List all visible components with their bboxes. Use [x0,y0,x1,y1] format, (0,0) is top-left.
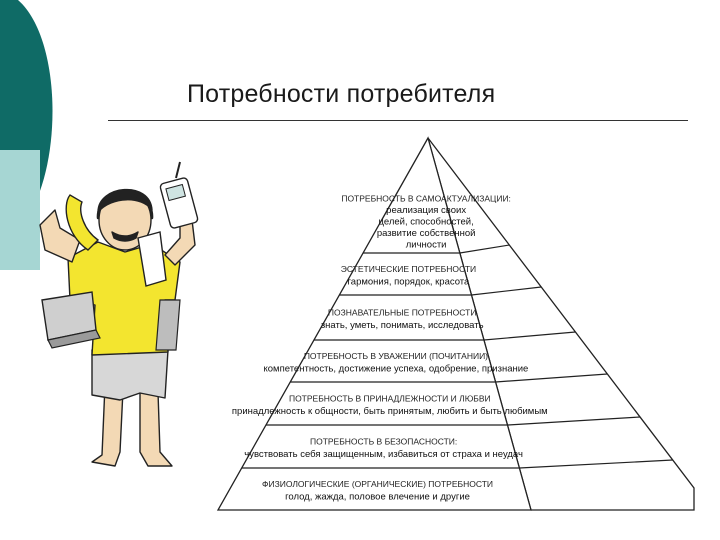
papers-icon [137,231,181,351]
pyramid-side-divider [471,286,542,296]
pyramid-level-text: знать, уметь, понимать, исследовать [321,320,484,331]
pyramid-level-heading: ПОТРЕБНОСТЬ В УВАЖЕНИИ (ПОЧИТАНИИ) [304,351,488,361]
pyramid-side-divider [459,244,510,254]
pyramid-level-heading: ПОТРЕБНОСТЬ В БЕЗОПАСНОСТИ: [310,437,457,447]
pyramid-level-text: личности [406,239,447,250]
pyramid-level-text: принадлежность к общности, быть принятым… [232,406,548,417]
pyramid-front-face [216,136,532,511]
title-divider [108,120,688,121]
moustache [111,231,139,242]
pyramid-side-divider [495,373,608,383]
pyramid-level-text: голод, жажда, половое влечение и другие [285,492,470,503]
pyramid-level-text: реализация своих [386,205,466,216]
phone-icon [65,194,100,251]
mobile-phone-icon [159,161,199,229]
pyramid-side-divider [519,459,673,469]
pyramid-level-text: гармония, порядок, красота [348,277,471,288]
pyramid-level-heading: ПОЗНАВАТЕЛЬНЫЕ ПОТРЕБНОСТИ [328,308,477,318]
pyramid-level-heading: ПОТРЕБНОСТЬ В САМОАКТУАЛИЗАЦИИ: [341,193,511,203]
pyramid-level-heading: ФИЗИОЛОГИЧЕСКИЕ (ОРГАНИЧЕСКИЕ) ПОТРЕБНОС… [262,479,493,489]
pyramid-level-heading: ПОТРЕБНОСТЬ В ПРИНАДЛЕЖНОСТИ И ЛЮБВИ [289,394,491,404]
pyramid-level-text: целей, способностей, [379,216,474,227]
pyramid-level-text: чувствовать себя защищенным, избавиться … [244,449,523,460]
slide-title: Потребности потребителя [187,80,496,108]
light-teal-block [0,160,40,270]
pyramid-level-text: компетентность, достижение успеха, одобр… [264,364,529,375]
laptop-icon [41,291,101,349]
pyramid-side-divider [507,416,641,426]
pyramid-level-text: развитие собственной [377,228,476,239]
headset [96,193,154,220]
pyramid-side-divider [483,331,576,341]
pyramid-level-heading: ЭСТЕТИЧЕСКИЕ ПОТРЕБНОСТИ [341,264,476,274]
